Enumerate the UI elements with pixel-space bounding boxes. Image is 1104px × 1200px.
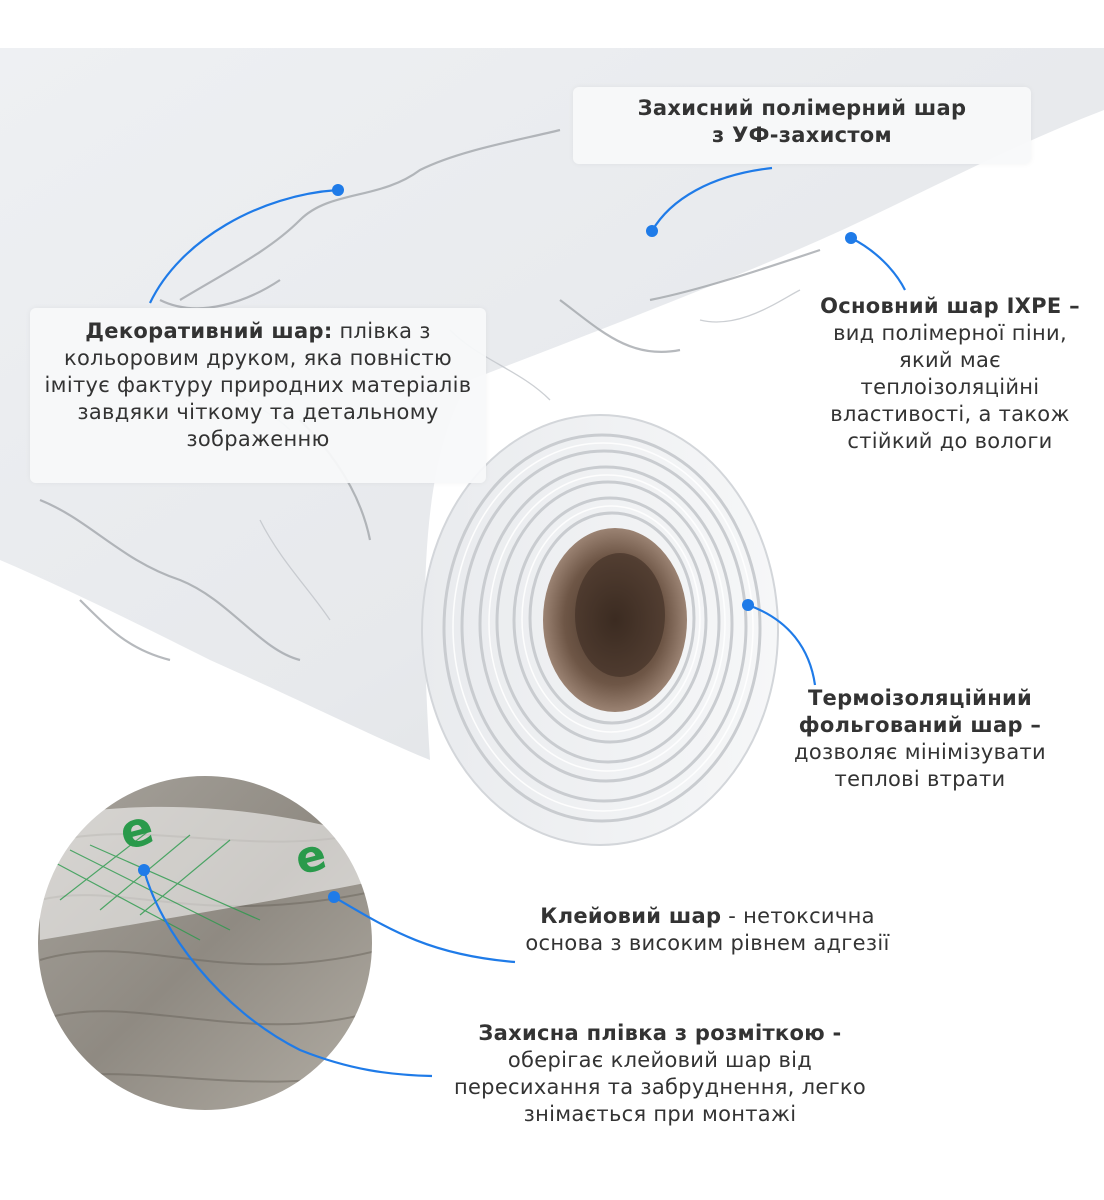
callout-uv-line2: з УФ-захистом — [712, 123, 892, 147]
connector-adhesive — [333, 896, 516, 964]
callout-ixpe-title: Основний шар IXPE – — [820, 294, 1080, 318]
callout-decorative-text: плівка з кольоровим друком, яка повністю… — [44, 319, 472, 451]
callout-ixpe-text: вид полімерної піни, який має теплоізоля… — [830, 321, 1070, 453]
connector-protective — [142, 869, 433, 1078]
connector-foil — [747, 603, 817, 686]
callout-protective-title: Захисна плівка з розміткою - — [478, 1021, 842, 1045]
connector-uv — [651, 166, 773, 232]
callout-protective-text: оберігає клейовий шар від пересихання та… — [453, 1048, 867, 1126]
callout-protective-film: Захисна плівка з розміткою - оберігає кл… — [440, 1020, 880, 1128]
callout-adhesive-layer: Клейовий шар - нетоксична основа з висок… — [510, 903, 905, 957]
inset-circle — [32, 770, 378, 1116]
connector-decorative — [149, 188, 339, 304]
callout-foil-title: Термоізоляційний фольгований шар – — [798, 686, 1042, 737]
callout-uv-title: Захисний полімерний шар — [637, 96, 967, 120]
callout-adhesive-title: Клейовий шар — [540, 904, 722, 928]
marble-sheet — [0, 48, 1104, 760]
callout-foil-layer: Термоізоляційний фольгований шар – дозво… — [755, 685, 1085, 793]
callout-decorative-title: Декоративний шар: — [85, 319, 333, 343]
callout-foil-text: дозволяє мінімізувати теплові втрати — [794, 740, 1046, 791]
callout-uv-layer: Захисний полімерний шар з УФ-захистом — [573, 87, 1031, 164]
callout-ixpe-layer: Основний шар IXPE – вид полімерної піни,… — [800, 293, 1100, 455]
callout-decorative-layer: Декоративний шар: плівка з кольоровим др… — [30, 308, 486, 483]
connector-ixpe — [850, 237, 906, 291]
callout-adhesive-text: - нетоксична основа з високим рівнем адг… — [525, 904, 890, 955]
